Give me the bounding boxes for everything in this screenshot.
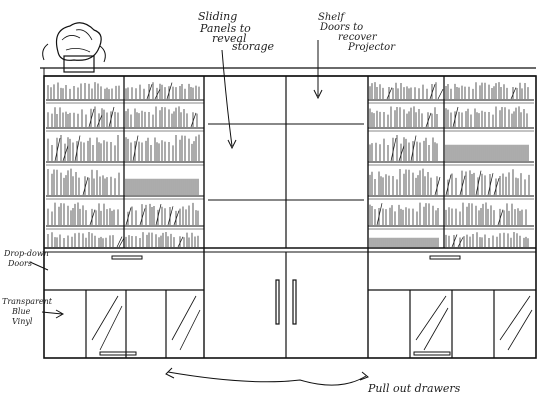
annotation-arrows: [29, 40, 369, 386]
door-handle-right: [292, 279, 297, 325]
book-spine: [74, 135, 81, 162]
book-spine: [437, 88, 444, 100]
book-spine: [132, 135, 139, 162]
book-spine: [116, 236, 123, 248]
drop-door-handle-right: [429, 255, 461, 260]
book-spine: [88, 108, 95, 128]
door-handle-left: [275, 279, 280, 325]
book-spine: [386, 87, 393, 100]
drop-door-handle-left: [111, 255, 143, 260]
book-spine: [166, 82, 173, 100]
book-spine: [82, 176, 89, 196]
book-spine: [96, 114, 103, 128]
book-spine: [177, 236, 184, 248]
book-spine: [425, 112, 432, 128]
book-spine: [89, 209, 96, 226]
book-spine: [457, 237, 464, 248]
center-sliding-panels: [203, 76, 369, 358]
left-bookshelf: [46, 76, 204, 248]
book-spine: [118, 237, 125, 248]
book-spine: [139, 208, 146, 226]
book-spine: [434, 176, 441, 196]
book-spine: [146, 84, 153, 100]
book-spine: [398, 145, 405, 162]
book-spine: [510, 87, 517, 100]
book-spine: [429, 84, 436, 100]
potted-plant-icon: [42, 22, 106, 73]
annotation-transparent-vinyl: Transparent Blue Vinyl: [2, 297, 55, 326]
book-spine: [376, 203, 383, 226]
book-spine: [154, 88, 161, 100]
book-spine: [451, 234, 458, 248]
lower-drawers-right: [409, 290, 533, 358]
book-spine: [190, 112, 197, 128]
cabinet-outer-frame: [43, 75, 537, 359]
book-spine: [390, 137, 397, 162]
book-spine: [459, 175, 466, 196]
book-spine: [155, 204, 162, 226]
book-spine: [167, 206, 174, 226]
drawer-pull-right: [413, 351, 451, 356]
book-spine: [125, 207, 132, 226]
annotation-sliding-panels: Sliding Panels to reveal storage: [198, 10, 275, 53]
book-spine: [497, 209, 504, 226]
right-bookshelf: [368, 76, 534, 248]
annotation-drop-down-doors: Drop-down Doors: [3, 249, 51, 268]
annotation-pull-out-drawers: Pull out drawers: [367, 382, 461, 395]
book-spine: [173, 210, 180, 226]
book-spine: [410, 135, 417, 162]
book-spine: [445, 174, 452, 196]
book-spine: [54, 137, 61, 162]
book-spine: [452, 106, 459, 128]
drop-down-door-bands: [44, 255, 536, 291]
book-spine: [487, 173, 494, 196]
book-spine: [108, 106, 115, 128]
book-spine: [475, 170, 482, 196]
drawer-pull-left: [99, 351, 137, 356]
lower-drawers-left: [85, 290, 201, 358]
annotation-shelf-doors: Shelf Doors to recover Projector: [318, 12, 396, 53]
book-spine: [62, 145, 69, 162]
lower-center-doors: [275, 252, 297, 358]
book-spine: [493, 178, 500, 196]
top-cornice: [40, 67, 536, 77]
